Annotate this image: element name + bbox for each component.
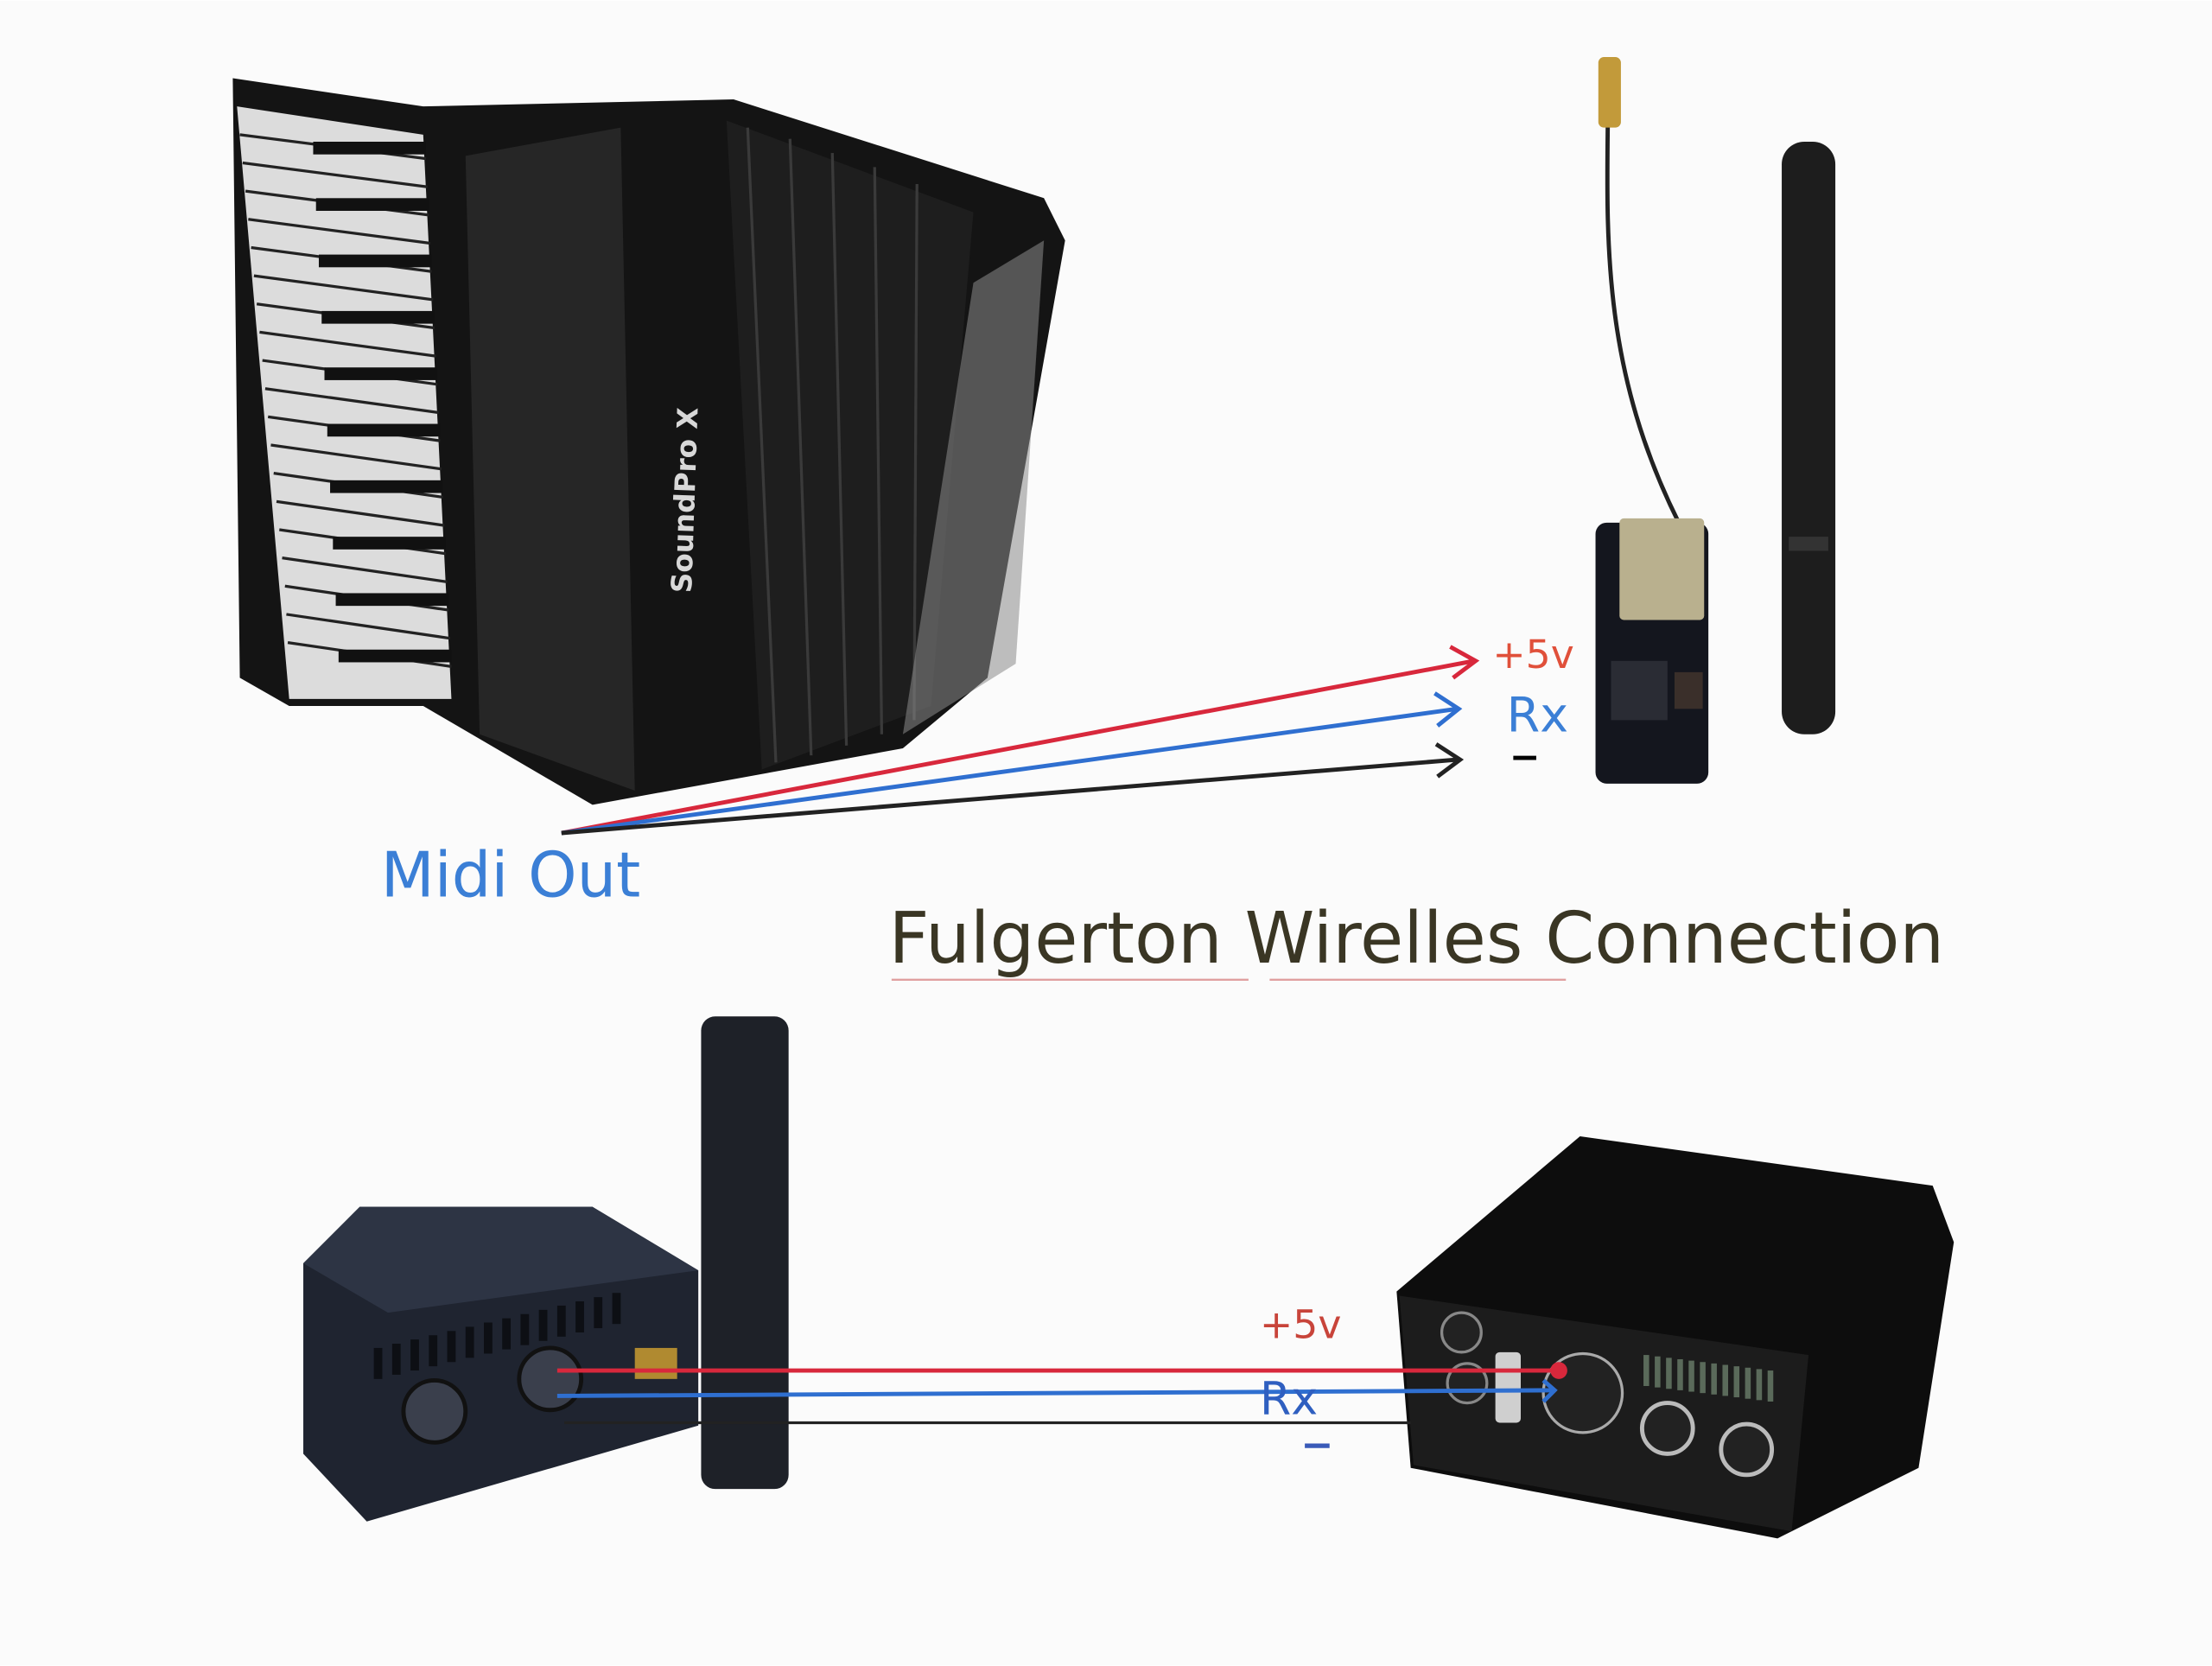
power-label: +5v	[1260, 1301, 1341, 1347]
midi-port	[401, 1378, 468, 1445]
power-wire	[561, 658, 1475, 836]
antenna	[1782, 142, 1836, 734]
arrow-icon	[1541, 1378, 1558, 1403]
midi-out-label: Midi Out	[381, 838, 641, 911]
accordion-grille	[465, 127, 635, 792]
antenna-connector	[634, 1347, 677, 1379]
pcb-chip	[1611, 660, 1668, 721]
phones-jack	[1639, 1401, 1695, 1456]
arrow-icon	[1434, 742, 1465, 779]
antenna	[701, 1016, 789, 1490]
accordion-brand: SoundPro X	[665, 407, 704, 594]
mono-jack	[1719, 1421, 1775, 1478]
accordion-bellows	[726, 120, 974, 770]
audio-jack	[1440, 1311, 1483, 1354]
antenna-cable	[1605, 71, 1681, 524]
diagram-title: Fulgerton Wirelles Connection	[889, 898, 1945, 980]
transmitter-module	[1595, 57, 1836, 784]
rx-wire	[556, 1388, 1552, 1398]
sma-connector	[1598, 57, 1621, 128]
power-label: +5v	[1492, 632, 1573, 677]
usb-port	[1495, 1351, 1521, 1423]
midi-port	[517, 1345, 584, 1413]
accordion-bass-buttons	[902, 240, 1045, 734]
arrow-icon	[1433, 691, 1463, 728]
rx-label: Rx	[1507, 687, 1568, 743]
diagram-title-group: Fulgerton Wirelles Connection	[889, 898, 1945, 982]
accordion-image: SoundPro X	[232, 78, 1065, 805]
rx-wire	[561, 706, 1458, 836]
accordion-keyboard	[237, 106, 452, 699]
radio-module	[1619, 518, 1705, 620]
transmitter-wiring: +5v Rx −	[561, 632, 1574, 836]
power-jack	[1446, 1362, 1489, 1405]
sound-module	[1396, 1136, 1955, 1539]
ground-label: −	[1300, 1421, 1333, 1467]
receiver-wiring: +5v Rx −	[556, 1301, 1567, 1467]
rx-label: Rx	[1260, 1374, 1318, 1426]
ground-label: −	[1510, 737, 1541, 779]
arrow-icon	[1449, 645, 1480, 680]
ground-wire	[561, 757, 1458, 836]
